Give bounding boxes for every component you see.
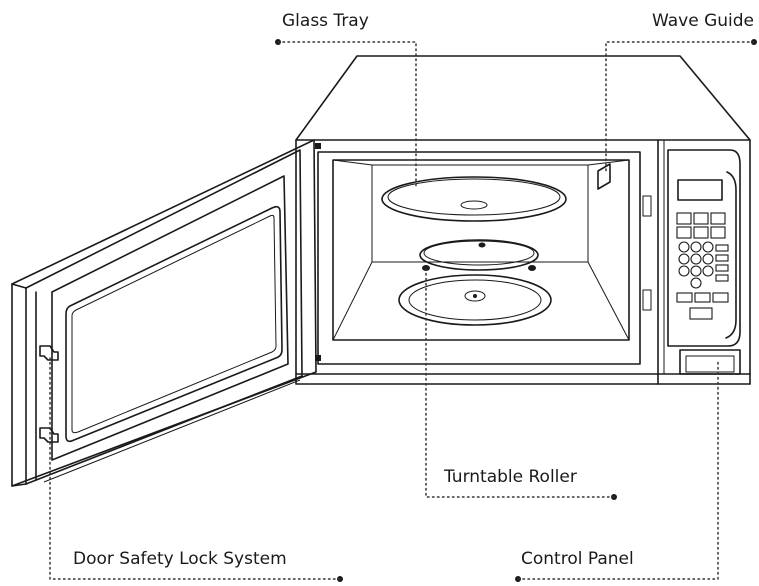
- oven-cavity: [317, 151, 652, 365]
- cavity-floor-plate: [398, 274, 552, 326]
- turntable-roller-ring: [419, 239, 539, 271]
- door-window: [65, 205, 283, 443]
- turntable-roller-callout: [425, 265, 617, 500]
- door-safety-lock-callout: [49, 357, 343, 582]
- control-panel-body: [667, 149, 741, 375]
- wave-guide-callout: [605, 39, 757, 173]
- control-panel-callout: [515, 361, 719, 582]
- label-control-panel: Control Panel: [521, 549, 634, 569]
- microwave-door: [11, 139, 317, 487]
- door-release-button: [679, 349, 741, 375]
- wave-guide-cover: [597, 163, 611, 190]
- label-turntable-roller: Turntable Roller: [443, 467, 577, 487]
- microwave-cabinet: [295, 55, 751, 385]
- door-latches: [39, 345, 59, 443]
- label-glass-tray: Glass Tray: [282, 11, 369, 31]
- display-window: [677, 179, 723, 201]
- label-wave-guide: Wave Guide: [652, 11, 754, 31]
- label-door-safety-lock-system: Door Safety Lock System: [73, 549, 287, 569]
- glass-tray-callout: [275, 39, 417, 187]
- door-hinges: [315, 143, 321, 361]
- glass-tray: [381, 176, 567, 222]
